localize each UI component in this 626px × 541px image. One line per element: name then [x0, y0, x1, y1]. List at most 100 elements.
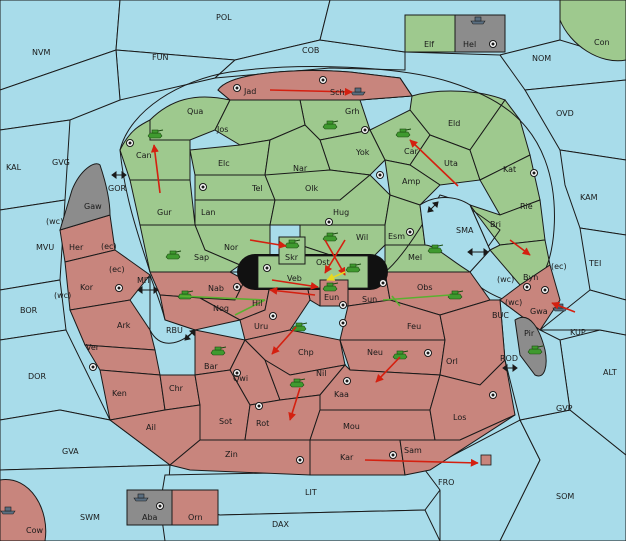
label-jos: Jos	[216, 125, 228, 134]
label-qua: Qua	[187, 107, 203, 116]
label-nog: Nog	[213, 304, 229, 313]
label-pir: Pir	[524, 329, 535, 338]
label-sot: Sot	[219, 417, 232, 426]
label-veb: Veb	[287, 274, 302, 283]
label-hel: Hel	[463, 40, 476, 49]
label-bar: Bar	[204, 362, 218, 371]
label-kor: Kor	[80, 283, 94, 292]
label-gvp: GVP	[556, 404, 573, 413]
label-eld: Eld	[448, 119, 460, 128]
label-byn-wc: (wc)	[497, 275, 514, 284]
label-orn: Orn	[188, 513, 203, 522]
label-byn-ec: (ec)	[551, 262, 567, 271]
label-feu: Feu	[407, 322, 421, 331]
label-gvg-wc: (wc)	[46, 217, 63, 226]
label-hil: Hil	[252, 299, 262, 308]
province-gaw[interactable]	[59, 163, 111, 231]
label-dax: DAX	[272, 520, 289, 529]
province-tel[interactable]	[194, 174, 276, 201]
label-zin: Zin	[225, 450, 238, 459]
label-nil: Nil	[316, 369, 326, 378]
label-her: Her	[69, 243, 84, 252]
label-eun: Eun	[324, 293, 339, 302]
label-gvg: GVG	[52, 158, 70, 167]
province-amp[interactable]	[384, 159, 441, 206]
label-hug: Hug	[333, 208, 349, 217]
province-ark[interactable]	[69, 299, 156, 351]
label-sma: SMA	[456, 226, 474, 235]
label-nor: Nor	[224, 243, 239, 252]
label-qwi: Qwi	[233, 374, 248, 383]
label-pol: POL	[216, 13, 232, 22]
label-rie: Rie	[520, 202, 533, 211]
label-rot: Rot	[256, 419, 269, 428]
label-kor-wc: (wc)	[54, 291, 71, 300]
label-orl: Orl	[446, 357, 458, 366]
province-mou[interactable]	[309, 409, 436, 441]
label-gva: GVA	[62, 447, 79, 456]
province-kat[interactable]	[469, 99, 531, 181]
label-gur: Gur	[157, 208, 172, 217]
label-yok: Yok	[355, 148, 370, 157]
label-skr: Skr	[285, 253, 299, 262]
label-uta: Uta	[444, 159, 458, 168]
label-mou: Mou	[343, 422, 360, 431]
label-ken: Ken	[112, 389, 127, 398]
label-grh: Grh	[345, 107, 359, 116]
province-sam[interactable]	[399, 414, 516, 476]
label-gaw: Gaw	[84, 202, 102, 211]
label-dor: DOR	[28, 372, 46, 381]
label-cob: COB	[302, 46, 319, 55]
province-bri[interactable]	[468, 199, 546, 246]
supply-centers	[89, 40, 549, 510]
label-tel: Tel	[251, 184, 263, 193]
province-uta[interactable]	[409, 134, 481, 186]
green-provinces	[119, 14, 551, 286]
province-gur[interactable]	[129, 179, 196, 226]
label-kor-ec: (ec)	[109, 265, 125, 274]
label-buc: BUC	[492, 311, 509, 320]
label-gwa: Gwa	[530, 307, 548, 316]
province-byn[interactable]	[489, 239, 551, 286]
label-mel: Mel	[408, 253, 422, 262]
label-kat: Kat	[503, 165, 516, 174]
label-obs: Obs	[417, 283, 433, 292]
label-ver: Ver	[86, 343, 100, 352]
label-bri: Bri	[490, 220, 501, 229]
label-sam: Sam	[404, 446, 422, 455]
province-kor[interactable]	[64, 249, 151, 311]
label-amp: Amp	[402, 177, 420, 186]
label-elc: Elc	[218, 159, 230, 168]
label-olk: Olk	[305, 184, 319, 193]
province-neu[interactable]	[339, 339, 446, 376]
label-gor: GOR	[108, 184, 126, 193]
fleet-retreat-marker[interactable]	[480, 454, 492, 466]
red-provinces	[0, 70, 561, 541]
label-sap: Sap	[194, 253, 209, 262]
label-kup: KUP	[570, 328, 586, 337]
green-region-outline	[119, 66, 555, 301]
label-car: Car	[404, 147, 418, 156]
label-swm: SWM	[80, 513, 100, 522]
province-qua[interactable]	[149, 96, 231, 141]
label-nar: Nar	[293, 164, 308, 173]
label-chp: Chp	[298, 348, 314, 357]
label-nom: NOM	[532, 54, 551, 63]
label-neu: Neu	[367, 348, 383, 357]
label-sun: Sun	[362, 295, 377, 304]
province-pir[interactable]	[514, 317, 547, 377]
label-lan: Lan	[201, 208, 215, 217]
label-kar: Kar	[340, 453, 354, 462]
province-ail[interactable]	[108, 404, 201, 466]
label-byn: Byn	[523, 273, 538, 282]
label-nab: Nab	[208, 284, 224, 293]
label-elf: Elf	[424, 40, 434, 49]
label-kaa: Kaa	[334, 390, 349, 399]
orders	[150, 87, 576, 467]
label-lit: LIT	[305, 488, 317, 497]
label-rbu: RBU	[166, 326, 183, 335]
label-sch: Sch	[330, 88, 345, 97]
label-can: Can	[136, 151, 152, 160]
label-her-ec: (ec)	[101, 242, 117, 251]
